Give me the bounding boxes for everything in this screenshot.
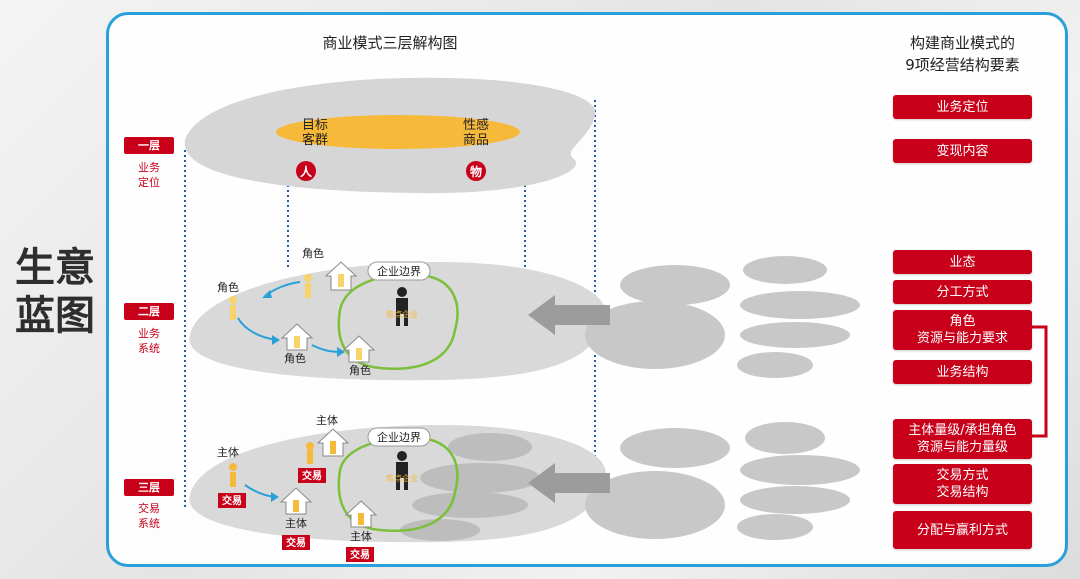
top-customer-label: 目标客群 [302,118,328,148]
layer-2-desc: 业务系统 [138,327,160,355]
element-trade-method: 交易方式交易结构 [893,464,1032,504]
layer-3-tag: 三层 [124,479,174,496]
elements-title: 构建商业模式的 9项经营结构要素 [905,34,1020,74]
bottom-focal-figure [396,451,408,490]
bottom-boundary-label: 企业边界 [377,430,421,444]
layer-2-tag: 二层 [124,303,174,320]
svg-text:交易: 交易 [350,548,370,561]
person-icon-label: 人 [300,164,313,179]
bottom-blob-cluster [400,422,860,541]
blueprint-title: 生意 蓝图 [15,245,95,339]
bottom-subject-figures [229,441,364,525]
svg-text:交易: 交易 [222,494,242,507]
mid-arrowheads [262,290,345,357]
bottom-subject-label-4: 主体 [350,529,372,543]
element-profit-distribution: 分配与赢利方式 [893,511,1032,549]
bottom-boundary-badge [367,427,431,447]
layer-3-desc: 交易系统 [138,502,160,530]
top-layer-highlight [276,115,520,149]
mid-boundary-badge [367,261,431,281]
layer-1-tag: 一层 [124,137,174,154]
mid-role-label-3: 角色 [284,351,306,365]
bottom-subject-label-2: 主体 [316,413,338,427]
element-business-positioning: 业务定位 [893,95,1032,119]
element-role-requirements: 角色资源与能力要求 [893,310,1032,350]
person-icon [296,161,316,181]
trade-tags: 交易 交易 交易 交易 [218,468,374,562]
element-business-structure: 业务结构 [893,360,1032,384]
layer-1-desc: 业务定位 [138,161,160,189]
mid-focal-figure [396,287,408,326]
bottom-arrowhead [271,492,279,502]
dotted-guides [184,100,596,510]
diagram-title: 商业模式三层解构图 [322,34,458,52]
mid-focal-label: 焦点企业 [386,309,418,319]
mid-blob-cluster [585,256,860,378]
element-bracket [1032,325,1048,438]
mid-role-label-1: 角色 [302,246,324,260]
mid-role-figures [229,274,362,360]
svg-text:交易: 交易 [302,469,322,482]
top-product-label: 性感商品 [463,117,489,148]
element-monetization-content: 变现内容 [893,139,1032,163]
svg-text:交易: 交易 [286,536,306,549]
goods-icon-label: 物 [470,164,482,179]
mid-role-label-2: 角色 [217,280,239,294]
element-entity-scale: 主体量级/承担角色资源与能力量级 [893,419,1032,459]
mid-boundary-label: 企业边界 [377,264,421,278]
bottom-subject-label-3: 主体 [285,516,307,530]
bottom-subject-label-1: 主体 [217,445,239,459]
mid-role-label-4: 角色 [349,363,371,377]
bottom-focal-label: 焦点企业 [386,473,418,483]
flow-arrows [528,295,610,503]
mid-arrow [528,295,610,335]
element-division-method: 分工方式 [893,280,1032,304]
bottom-arrow [528,463,610,503]
element-business-format: 业态 [893,250,1032,274]
goods-icon [466,161,486,181]
